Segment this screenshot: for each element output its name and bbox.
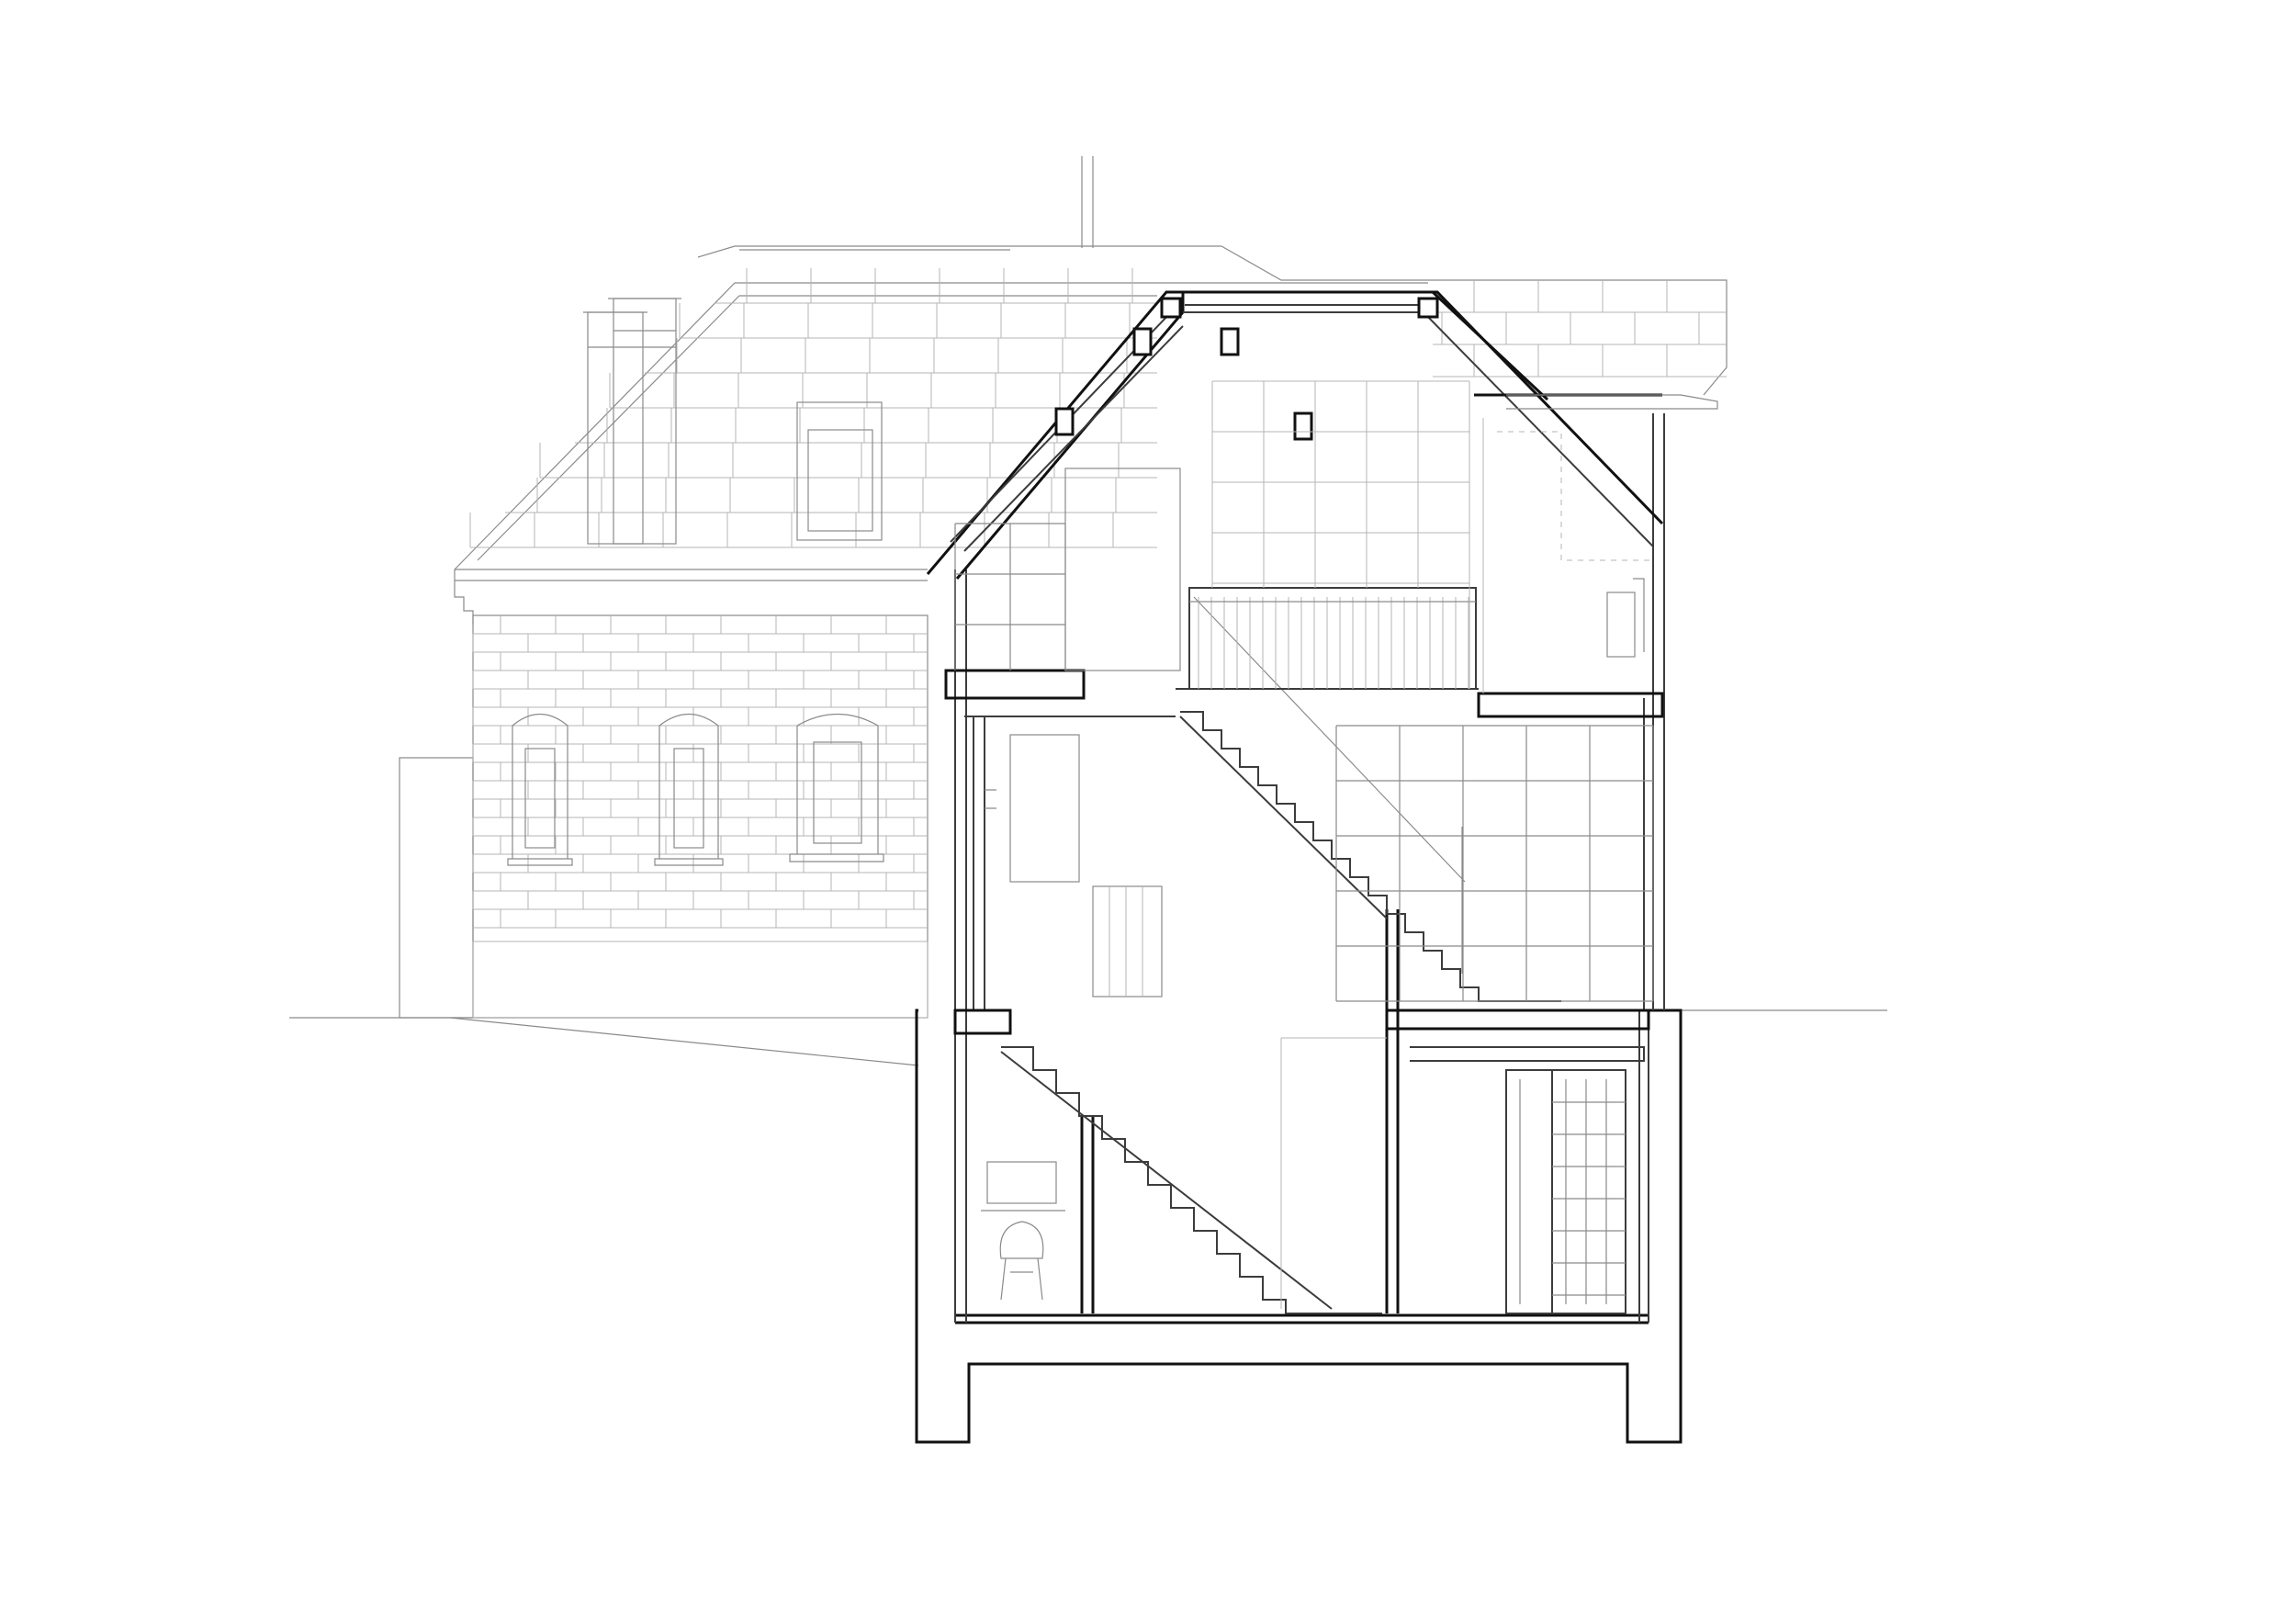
upper-stair-handrail bbox=[1193, 596, 1466, 974]
arched-windows bbox=[507, 713, 884, 866]
basement-desk bbox=[981, 1161, 1065, 1301]
upper-floor-slab bbox=[944, 669, 1664, 718]
ground-floor-furniture bbox=[985, 734, 1163, 997]
cornice bbox=[454, 569, 928, 625]
garden-wall bbox=[399, 757, 474, 1019]
basement-doors bbox=[1505, 1069, 1626, 1314]
neighbour-roof bbox=[454, 245, 1728, 570]
ground-floor-slab bbox=[953, 1009, 1650, 1062]
basement-walls bbox=[954, 1010, 1649, 1323]
house-section bbox=[915, 290, 1718, 1444]
upper-stair-stringer bbox=[1179, 716, 1388, 919]
upper-stair bbox=[1180, 711, 1561, 1002]
glazed-partition bbox=[1335, 725, 1654, 1002]
basement-floor bbox=[955, 1313, 1649, 1324]
gallery-railing bbox=[1188, 587, 1477, 690]
dormer-window bbox=[796, 401, 883, 541]
antenna bbox=[1081, 156, 1094, 248]
neighbour-house-elevation bbox=[289, 156, 1887, 1066]
brick-courses bbox=[472, 615, 928, 929]
brick-wall bbox=[472, 614, 929, 1019]
interior-wall bbox=[1080, 909, 1400, 1313]
bathroom-sink bbox=[1497, 431, 1653, 658]
left-exterior-wall bbox=[954, 569, 985, 1010]
construction-lines bbox=[1280, 418, 1484, 1309]
roof-tiles bbox=[469, 268, 1727, 548]
chimney bbox=[583, 298, 681, 545]
roof-section bbox=[926, 290, 1718, 580]
basement-foundation bbox=[915, 1009, 1683, 1444]
lower-stair bbox=[1001, 1046, 1382, 1314]
attic-door bbox=[1064, 468, 1181, 671]
lower-stair-stringer bbox=[1000, 1051, 1333, 1310]
attic-glazing bbox=[954, 380, 1470, 671]
plinth bbox=[472, 941, 929, 1019]
